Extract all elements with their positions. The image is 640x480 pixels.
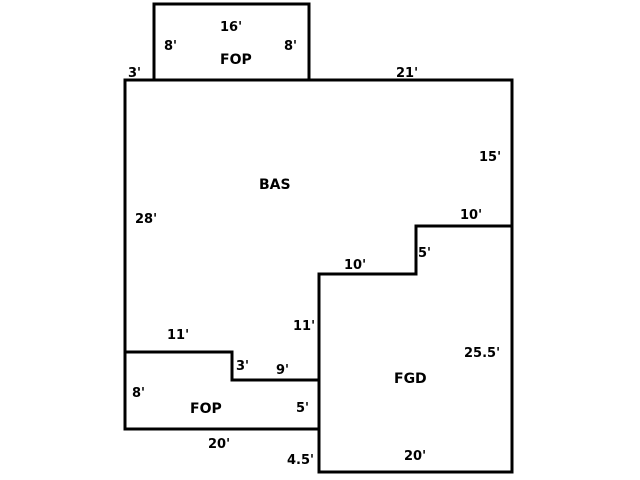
- dim-label: 8': [284, 39, 297, 54]
- dim-label: 15': [479, 150, 501, 165]
- dim-label: 8': [164, 39, 177, 54]
- dim-label: 20': [404, 449, 426, 464]
- fop-top-outline: [152, 2, 311, 82]
- dim-label: 10': [344, 258, 366, 273]
- dim-label: 9': [276, 363, 289, 378]
- bas-fgd-outline: [123, 78, 514, 474]
- area-label-bas: BAS: [259, 177, 291, 193]
- dim-label: 25.5': [464, 346, 500, 361]
- dim-label: 11': [167, 328, 189, 343]
- dim-label: 5': [418, 246, 431, 261]
- area-label-fop-top: FOP: [220, 52, 252, 68]
- dim-label: 4.5': [287, 453, 314, 468]
- dim-label: 8': [132, 386, 145, 401]
- dim-label: 3': [236, 359, 249, 374]
- dim-label: 10': [460, 208, 482, 223]
- bas-bottom-wall: [123, 350, 321, 382]
- dim-label: 3': [128, 66, 141, 81]
- dim-label: 21': [396, 66, 418, 81]
- dim-label: 5': [296, 401, 309, 416]
- area-label-fgd: FGD: [394, 371, 427, 387]
- dim-label: 16': [220, 20, 242, 35]
- area-label-fop-bottom: FOP: [190, 401, 222, 417]
- dim-label: 28': [135, 212, 157, 227]
- dim-label: 11': [293, 319, 315, 334]
- dim-label: 20': [208, 437, 230, 452]
- fop-bottom-outline: [123, 350, 321, 431]
